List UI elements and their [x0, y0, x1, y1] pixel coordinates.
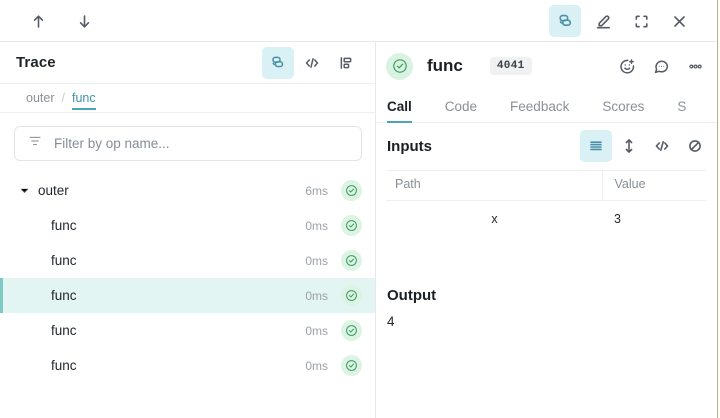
filter-icon [27, 133, 43, 154]
highlighter-icon[interactable] [587, 5, 619, 37]
filter-container [14, 126, 362, 161]
tab-code[interactable]: Code [444, 99, 478, 114]
tab-summary[interactable]: S [677, 99, 687, 114]
tree-row-duration: 6ms [305, 183, 328, 198]
top-toolbar-left-group [22, 5, 100, 37]
filter-input[interactable] [54, 136, 334, 151]
trace-code-icon[interactable] [296, 47, 328, 79]
breadcrumb-separator: / [61, 91, 65, 105]
tree-row-label: func [51, 288, 77, 303]
nav-up-icon[interactable] [22, 5, 54, 37]
window-right-margin [718, 0, 720, 418]
trace-header-icon-group [262, 47, 362, 79]
trace-tree: outer 6ms func 0ms [0, 173, 376, 418]
top-toolbar-right-group [549, 5, 695, 37]
status-ok-icon [341, 180, 362, 201]
column-header-value: Value [601, 170, 706, 201]
output-value: 4 [387, 314, 395, 329]
column-header-path: Path [387, 170, 602, 201]
code-view-icon[interactable] [646, 130, 678, 162]
trace-tree-icon[interactable] [330, 47, 362, 79]
add-reaction-icon[interactable] [611, 50, 643, 82]
inputs-toolbar [580, 130, 711, 162]
more-options-icon[interactable] [679, 50, 711, 82]
tree-row-label: func [51, 323, 77, 338]
trace-panel: Trace [0, 42, 376, 418]
inputs-table-header-row: Path Value [387, 170, 706, 201]
output-section-title: Output [387, 287, 437, 304]
tree-row-func[interactable]: func 0ms [0, 208, 376, 243]
status-ok-icon [341, 320, 362, 341]
tree-row-label: outer [38, 183, 69, 198]
tree-row-label: func [51, 253, 77, 268]
trace-panel-header: Trace [0, 42, 376, 84]
close-icon[interactable] [663, 5, 695, 37]
top-toolbar [0, 0, 717, 42]
call-name: func [427, 56, 463, 75]
trace-layers-icon[interactable] [262, 47, 294, 79]
expand-vertical-icon[interactable] [613, 130, 645, 162]
call-header: func 4041 [377, 42, 717, 90]
breadcrumb-item-func[interactable]: func [71, 91, 96, 110]
trace-panel-title: Trace [16, 54, 56, 71]
panel-divider[interactable] [375, 42, 376, 418]
list-view-icon[interactable] [580, 130, 612, 162]
tree-row-duration: 0ms [305, 288, 328, 303]
call-id-badge[interactable]: 4041 [489, 57, 532, 75]
tree-row-duration: 0ms [305, 218, 328, 233]
window-right-border [717, 0, 718, 418]
tree-row-func[interactable]: func 0ms [0, 313, 376, 348]
status-ok-icon [341, 355, 362, 376]
tree-row-outer[interactable]: outer 6ms [0, 173, 376, 208]
table-row[interactable]: x 3 [387, 201, 706, 238]
breadcrumb-item-outer[interactable]: outer [26, 91, 55, 105]
tree-row-duration: 0ms [305, 323, 328, 338]
nav-down-icon[interactable] [68, 5, 100, 37]
tab-scores[interactable]: Scores [602, 99, 645, 114]
tab-call[interactable]: Call [387, 99, 412, 123]
chevron-down-icon[interactable] [18, 184, 31, 197]
tree-row-func-selected[interactable]: func 0ms [0, 278, 376, 313]
call-tabs: Call Code Feedback Scores S [377, 90, 717, 123]
tree-row-duration: 0ms [305, 358, 328, 373]
inputs-table: Path Value x 3 [387, 170, 706, 237]
tab-feedback[interactable]: Feedback [510, 99, 570, 114]
inputs-section-title: Inputs [387, 138, 432, 155]
input-path-cell: x [491, 212, 498, 226]
call-status-ok-icon [386, 52, 413, 80]
tree-row-label: func [51, 358, 77, 373]
breadcrumb: outer / func [0, 84, 376, 113]
expand-icon[interactable] [625, 5, 657, 37]
status-ok-icon [341, 285, 362, 306]
layers-icon[interactable] [549, 5, 581, 37]
tree-row-func[interactable]: func 0ms [0, 348, 376, 383]
status-ok-icon [341, 250, 362, 271]
filter-box[interactable] [14, 126, 362, 161]
call-detail-panel: func 4041 [377, 42, 717, 418]
hide-icon[interactable] [679, 130, 711, 162]
tree-row-func[interactable]: func 0ms [0, 243, 376, 278]
input-value-cell: 3 [614, 212, 621, 226]
status-ok-icon [341, 215, 362, 236]
call-header-icon-group [611, 50, 711, 82]
tree-row-duration: 0ms [305, 253, 328, 268]
comment-icon[interactable] [645, 50, 677, 82]
tree-row-label: func [51, 218, 77, 233]
